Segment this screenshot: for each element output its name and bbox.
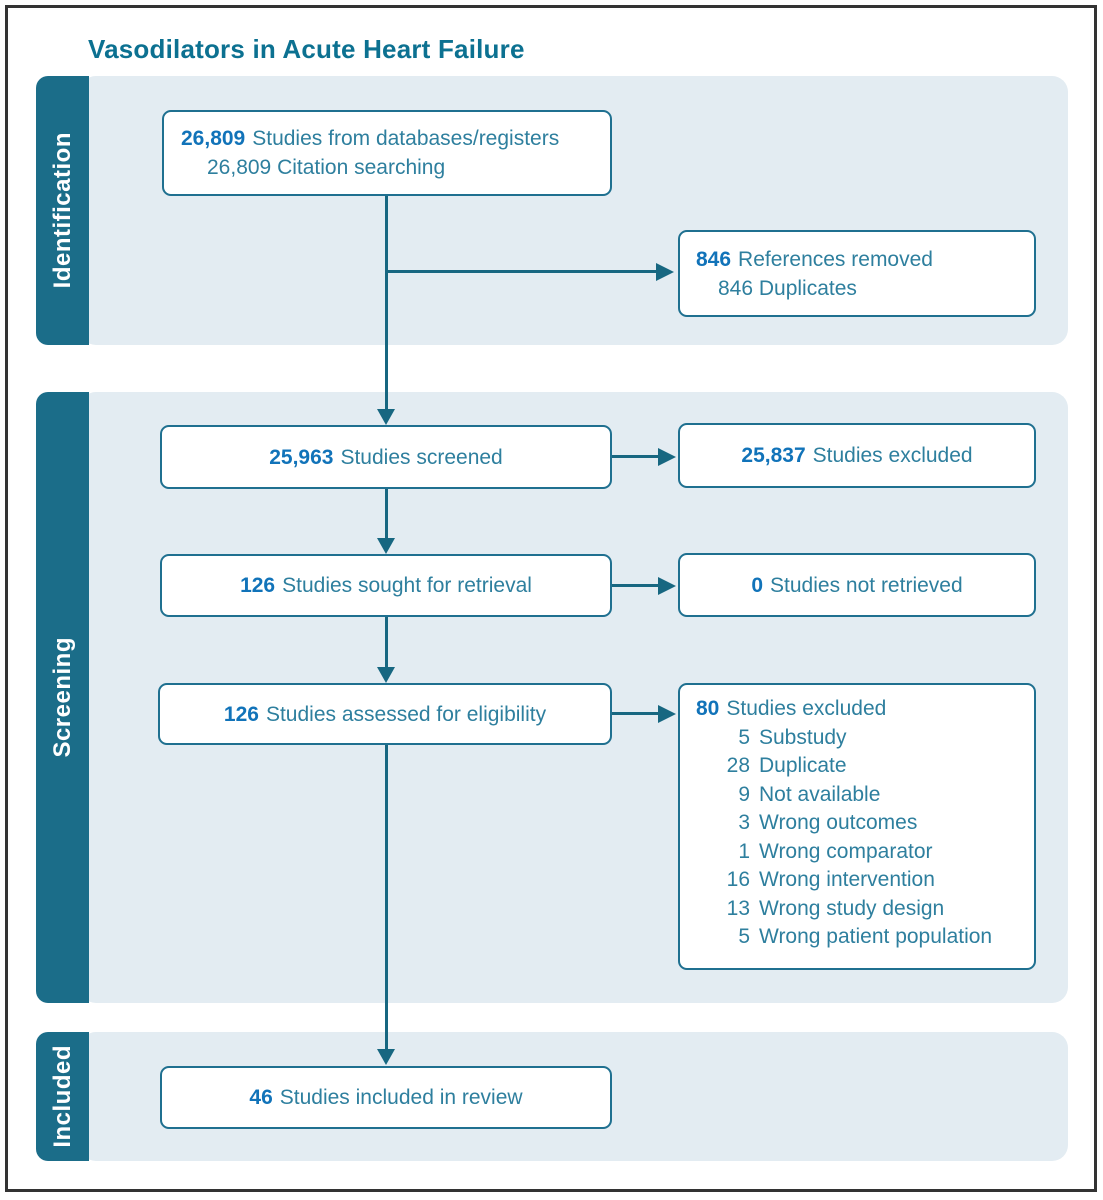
arrow-down-to-included bbox=[377, 1049, 395, 1065]
studies-sought-retrieval-count: 126 bbox=[240, 574, 276, 597]
arrow-down-to-assessed bbox=[377, 667, 395, 683]
studies-excluded-screening-count: 25,837 bbox=[741, 444, 806, 467]
excluded-eligibility-count: 80 bbox=[696, 697, 720, 720]
exclusion-reason-label: Wrong study design bbox=[759, 896, 945, 920]
exclusion-reason-count: 16 bbox=[726, 868, 750, 891]
studies-included-review-line: 46 Studies included in review bbox=[249, 1083, 522, 1112]
studies-screened-label: Studies screened bbox=[340, 445, 503, 469]
exclusion-reason-row: 13 Wrong study design bbox=[696, 895, 1026, 924]
included-section-label: Included bbox=[48, 1045, 76, 1148]
excluded-eligibility-label: Studies excluded bbox=[726, 697, 887, 720]
arrow-right-to-studies-excluded bbox=[658, 448, 676, 466]
connector-line-screened-excluded bbox=[612, 455, 658, 458]
exclusion-reason-count: 13 bbox=[726, 896, 750, 920]
arrow-right-to-excluded-eligibility bbox=[658, 705, 676, 723]
box-studies-sought-retrieval: 126 Studies sought for retrieval bbox=[160, 554, 612, 617]
exclusion-reason-row: 5 Substudy bbox=[696, 724, 1026, 753]
connector-line-retrieval-notretrieved bbox=[612, 584, 658, 587]
connector-line-to-references-removed bbox=[386, 270, 656, 273]
exclusion-reason-label: Wrong intervention bbox=[759, 868, 935, 891]
screening-section-bar: Screening bbox=[36, 392, 89, 1003]
exclusion-reason-row: 5 Wrong patient population bbox=[696, 923, 1026, 952]
box-studies-excluded-screening: 25,837 Studies excluded bbox=[678, 423, 1036, 488]
exclusion-reason-label: Wrong comparator bbox=[759, 839, 933, 863]
exclusion-reason-row: 3 Wrong outcomes bbox=[696, 809, 1026, 838]
exclusion-reason-count: 5 bbox=[738, 925, 750, 948]
studies-from-databases-count: 26,809 bbox=[181, 127, 246, 150]
included-section-bar: Included bbox=[36, 1032, 89, 1161]
exclusion-reason-count: 28 bbox=[726, 754, 750, 777]
studies-included-review-count: 46 bbox=[249, 1086, 273, 1109]
exclusion-reason-row: 28 Duplicate bbox=[696, 752, 1026, 781]
screening-section-label: Screening bbox=[48, 637, 76, 758]
studies-sought-retrieval-line: 126 Studies sought for retrieval bbox=[240, 571, 532, 600]
studies-included-review-label: Studies included in review bbox=[279, 1086, 523, 1109]
connector-line-retrieval-down bbox=[385, 617, 388, 668]
arrow-right-to-references-removed bbox=[656, 263, 674, 281]
identification-section-label: Identification bbox=[48, 132, 76, 289]
connector-line-assessed-excluded bbox=[612, 712, 658, 715]
studies-excluded-screening-line: 25,837 Studies excluded bbox=[741, 441, 972, 470]
studies-not-retrieved-label: Studies not retrieved bbox=[770, 573, 963, 597]
connector-line-identification-down bbox=[385, 196, 388, 411]
box-studies-excluded-eligibility: 80 Studies excluded 5 Substudy 28 Duplica… bbox=[678, 683, 1036, 970]
studies-sought-retrieval-label: Studies sought for retrieval bbox=[282, 574, 532, 597]
references-removed-count: 846 bbox=[696, 247, 732, 271]
exclusion-reason-label: Wrong outcomes bbox=[759, 811, 918, 834]
connector-line-screened-down bbox=[385, 489, 388, 539]
exclusion-reason-row: 9 Not available bbox=[696, 781, 1026, 810]
arrow-down-to-screened bbox=[377, 409, 395, 425]
connector-line-assessed-down bbox=[385, 745, 388, 1050]
identification-section-bar: Identification bbox=[36, 76, 89, 345]
exclusion-reason-label: Not available bbox=[759, 782, 881, 806]
studies-not-retrieved-count: 0 bbox=[751, 573, 764, 597]
excluded-eligibility-header: 80 Studies excluded bbox=[696, 695, 1026, 724]
exclusion-reason-count: 9 bbox=[738, 782, 750, 806]
exclusion-reason-label: Duplicate bbox=[759, 754, 847, 777]
exclusion-reason-row: 1 Wrong comparator bbox=[696, 838, 1026, 867]
studies-assessed-eligibility-label: Studies assessed for eligibility bbox=[265, 702, 547, 726]
arrow-right-to-not-retrieved bbox=[658, 577, 676, 595]
studies-from-databases-label: Studies from databases/registers bbox=[252, 127, 560, 150]
arrow-down-to-sought-retrieval bbox=[377, 538, 395, 554]
citation-searching-line: 26,809 Citation searching bbox=[207, 156, 446, 179]
references-removed-label: References removed bbox=[738, 247, 933, 271]
exclusion-reason-label: Wrong patient population bbox=[759, 925, 993, 948]
studies-assessed-eligibility-count: 126 bbox=[223, 702, 259, 726]
figure-title: Vasodilators in Acute Heart Failure bbox=[88, 34, 525, 64]
exclusion-reason-label: Substudy bbox=[759, 725, 847, 749]
box-studies-included-review: 46 Studies included in review bbox=[160, 1066, 612, 1129]
studies-from-databases-line: 26,809 Studies from databases/registers bbox=[181, 124, 610, 153]
exclusion-reason-row: 16 Wrong intervention bbox=[696, 866, 1026, 895]
studies-excluded-screening-label: Studies excluded bbox=[812, 444, 973, 467]
box-studies-from-databases: 26,809 Studies from databases/registers 2… bbox=[162, 110, 612, 196]
exclusion-reason-count: 5 bbox=[738, 725, 750, 749]
studies-screened-count: 25,963 bbox=[269, 445, 334, 469]
duplicates-line: 846 Duplicates bbox=[718, 276, 857, 300]
exclusion-reason-count: 3 bbox=[738, 811, 750, 834]
exclusion-reason-count: 1 bbox=[738, 839, 750, 863]
